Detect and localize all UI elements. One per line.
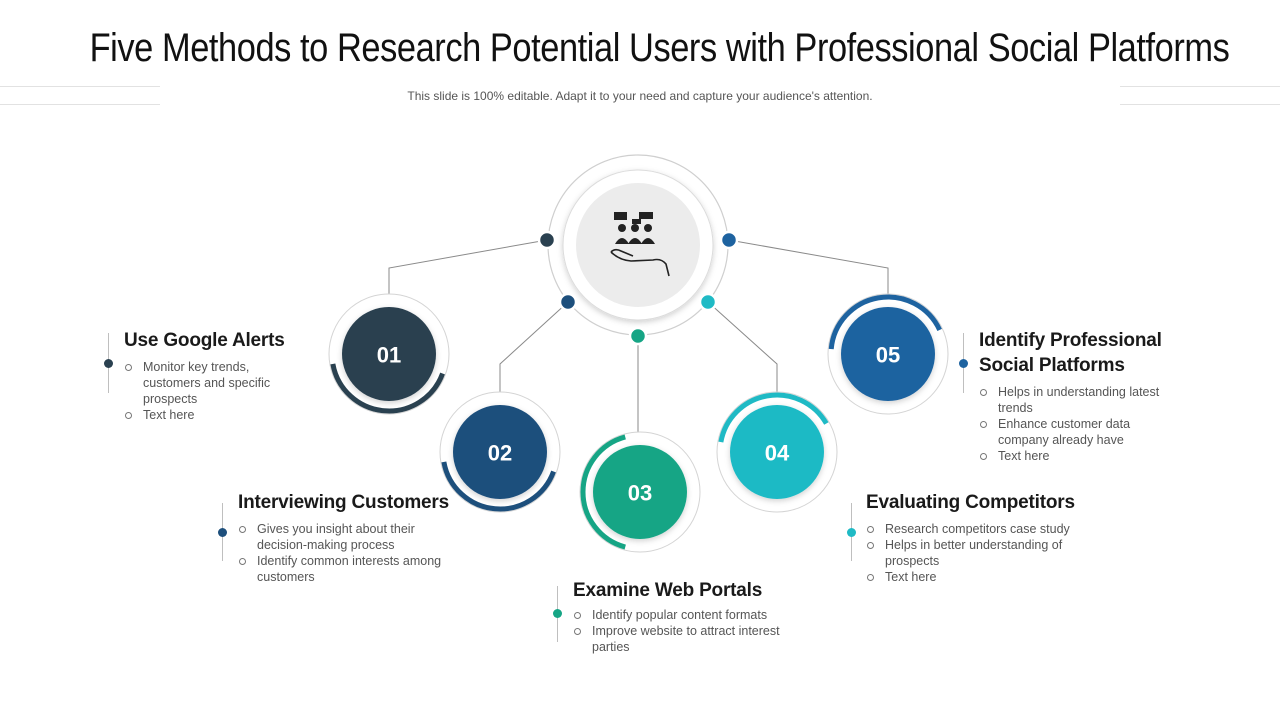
junction-dots xyxy=(537,230,739,346)
node-05-number: 05 xyxy=(876,343,900,368)
header-divider-left-2 xyxy=(0,104,160,105)
list-item: Gives you insight about their decision-m… xyxy=(238,521,458,553)
hub-core xyxy=(576,183,700,307)
list-item: Monitor key trends, customers and specif… xyxy=(124,359,304,407)
list-item: Helps in better understanding of prospec… xyxy=(866,537,1076,569)
node-02: 02 xyxy=(439,391,561,513)
users-on-hand-icon xyxy=(610,212,670,277)
method-block-01: Use Google Alerts Monitor key trends, cu… xyxy=(124,328,304,423)
junction-dot-03 xyxy=(628,326,648,346)
header-divider-right-2 xyxy=(1120,104,1280,105)
list-item: Helps in understanding latest trends xyxy=(979,384,1179,416)
node-02-number: 02 xyxy=(488,441,512,466)
method-bullets-02: Gives you insight about their decision-m… xyxy=(238,521,458,585)
list-item: Improve website to attract interest part… xyxy=(573,623,793,655)
method-title-04: Evaluating Competitors xyxy=(866,492,1075,513)
node-04: 04 xyxy=(716,391,838,513)
method-block-04: Evaluating Competitors Research competit… xyxy=(866,490,1076,585)
node-01: 01 xyxy=(328,293,450,415)
method-title-01: Use Google Alerts xyxy=(124,330,285,351)
node-04-disc xyxy=(730,405,824,499)
marker-dot-01 xyxy=(104,359,113,368)
method-block-02: Interviewing Customers Gives you insight… xyxy=(238,490,458,585)
node-05-disc xyxy=(841,307,935,401)
method-bullets-03: Identify popular content formats Improve… xyxy=(573,607,793,655)
center-hub xyxy=(547,154,729,336)
list-item: Text here xyxy=(979,448,1179,464)
connector-04 xyxy=(707,301,778,392)
connector-02 xyxy=(499,301,569,392)
junction-dot-01 xyxy=(537,230,557,250)
junction-dot-04 xyxy=(698,292,718,312)
node-05-arc xyxy=(828,294,942,350)
method-bullets-05: Helps in understanding latest trends Enh… xyxy=(979,384,1179,464)
node-05: 05 xyxy=(827,293,949,415)
marker-dot-02 xyxy=(218,528,227,537)
node-01-arc xyxy=(330,363,445,414)
method-title-02: Interviewing Customers xyxy=(238,492,449,513)
connectors xyxy=(388,239,889,432)
method-title-03: Examine Web Portals xyxy=(573,580,763,601)
list-item: Identify common interests among customer… xyxy=(238,553,458,585)
node-01-disc xyxy=(342,307,436,401)
list-item: Research competitors case study xyxy=(866,521,1076,537)
junction-dot-05 xyxy=(719,230,739,250)
connector-01 xyxy=(388,239,548,295)
list-item: Text here xyxy=(124,407,304,423)
list-item: Text here xyxy=(866,569,1076,585)
node-04-number: 04 xyxy=(765,441,790,466)
marker-dot-04 xyxy=(847,528,856,537)
node-03-disc xyxy=(593,445,687,539)
node-02-disc xyxy=(453,405,547,499)
method-block-05: Identify Professional Social Platforms H… xyxy=(979,328,1179,464)
method-bullets-01: Monitor key trends, customers and specif… xyxy=(124,359,304,423)
header-divider-left xyxy=(0,86,160,87)
page-title: Five Methods to Research Potential Users… xyxy=(89,26,1230,70)
node-02-arc xyxy=(441,461,556,512)
list-item: Identify popular content formats xyxy=(573,607,793,623)
method-title-05: Identify Professional Social Platforms xyxy=(979,330,1162,376)
marker-dot-03 xyxy=(553,609,562,618)
list-item: Enhance customer data company already ha… xyxy=(979,416,1179,448)
node-03-number: 03 xyxy=(628,481,652,506)
marker-dot-05 xyxy=(959,359,968,368)
node-04-arc xyxy=(718,392,829,443)
node-03: 03 xyxy=(579,431,701,553)
page-subtitle: This slide is 100% editable. Adapt it to… xyxy=(407,89,873,103)
method-bullets-04: Research competitors case study Helps in… xyxy=(866,521,1076,585)
node-01-number: 01 xyxy=(377,343,401,368)
connector-05 xyxy=(728,239,889,295)
node-03-arc xyxy=(580,434,626,550)
header-divider-right xyxy=(1120,86,1280,87)
junction-dot-02 xyxy=(558,292,578,312)
method-block-03: Examine Web Portals Identify popular con… xyxy=(573,578,793,655)
